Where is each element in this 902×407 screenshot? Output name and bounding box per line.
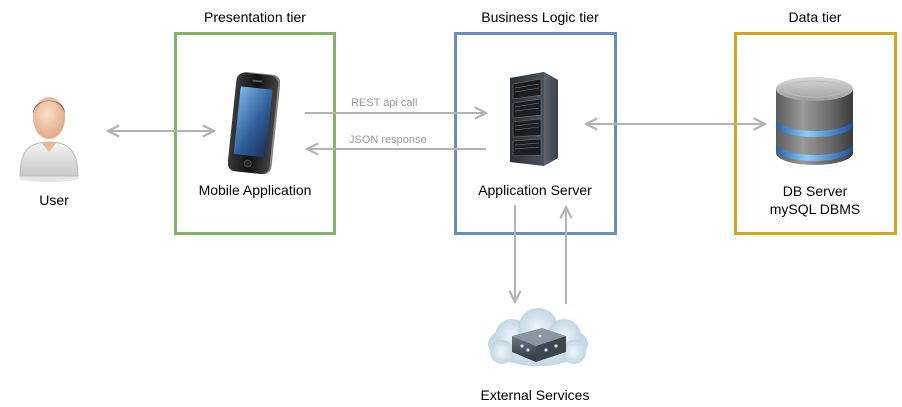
- user-icon: [14, 88, 84, 183]
- db-server-label: DB Server: [782, 183, 848, 199]
- db-dbms-label: mySQL DBMS: [769, 201, 861, 217]
- database-icon: [772, 75, 857, 170]
- data-tier-box: [734, 32, 897, 235]
- mobile-app-label: Mobile Application: [198, 182, 312, 198]
- external-services-label: External Services: [480, 387, 590, 403]
- presentation-tier-title: Presentation tier: [204, 9, 306, 25]
- app-server-label: Application Server: [478, 182, 592, 198]
- smartphone-icon: [227, 71, 281, 175]
- user-label: User: [39, 192, 69, 208]
- server-rack-icon: [500, 70, 562, 170]
- business-tier-box: [454, 32, 617, 235]
- data-tier-title: Data tier: [788, 9, 842, 25]
- rest-call-label: REST api call: [351, 97, 418, 109]
- cloud-server-icon: [482, 306, 594, 376]
- business-tier-title: Business Logic tier: [481, 9, 599, 25]
- json-response-label: JSON response: [349, 134, 427, 146]
